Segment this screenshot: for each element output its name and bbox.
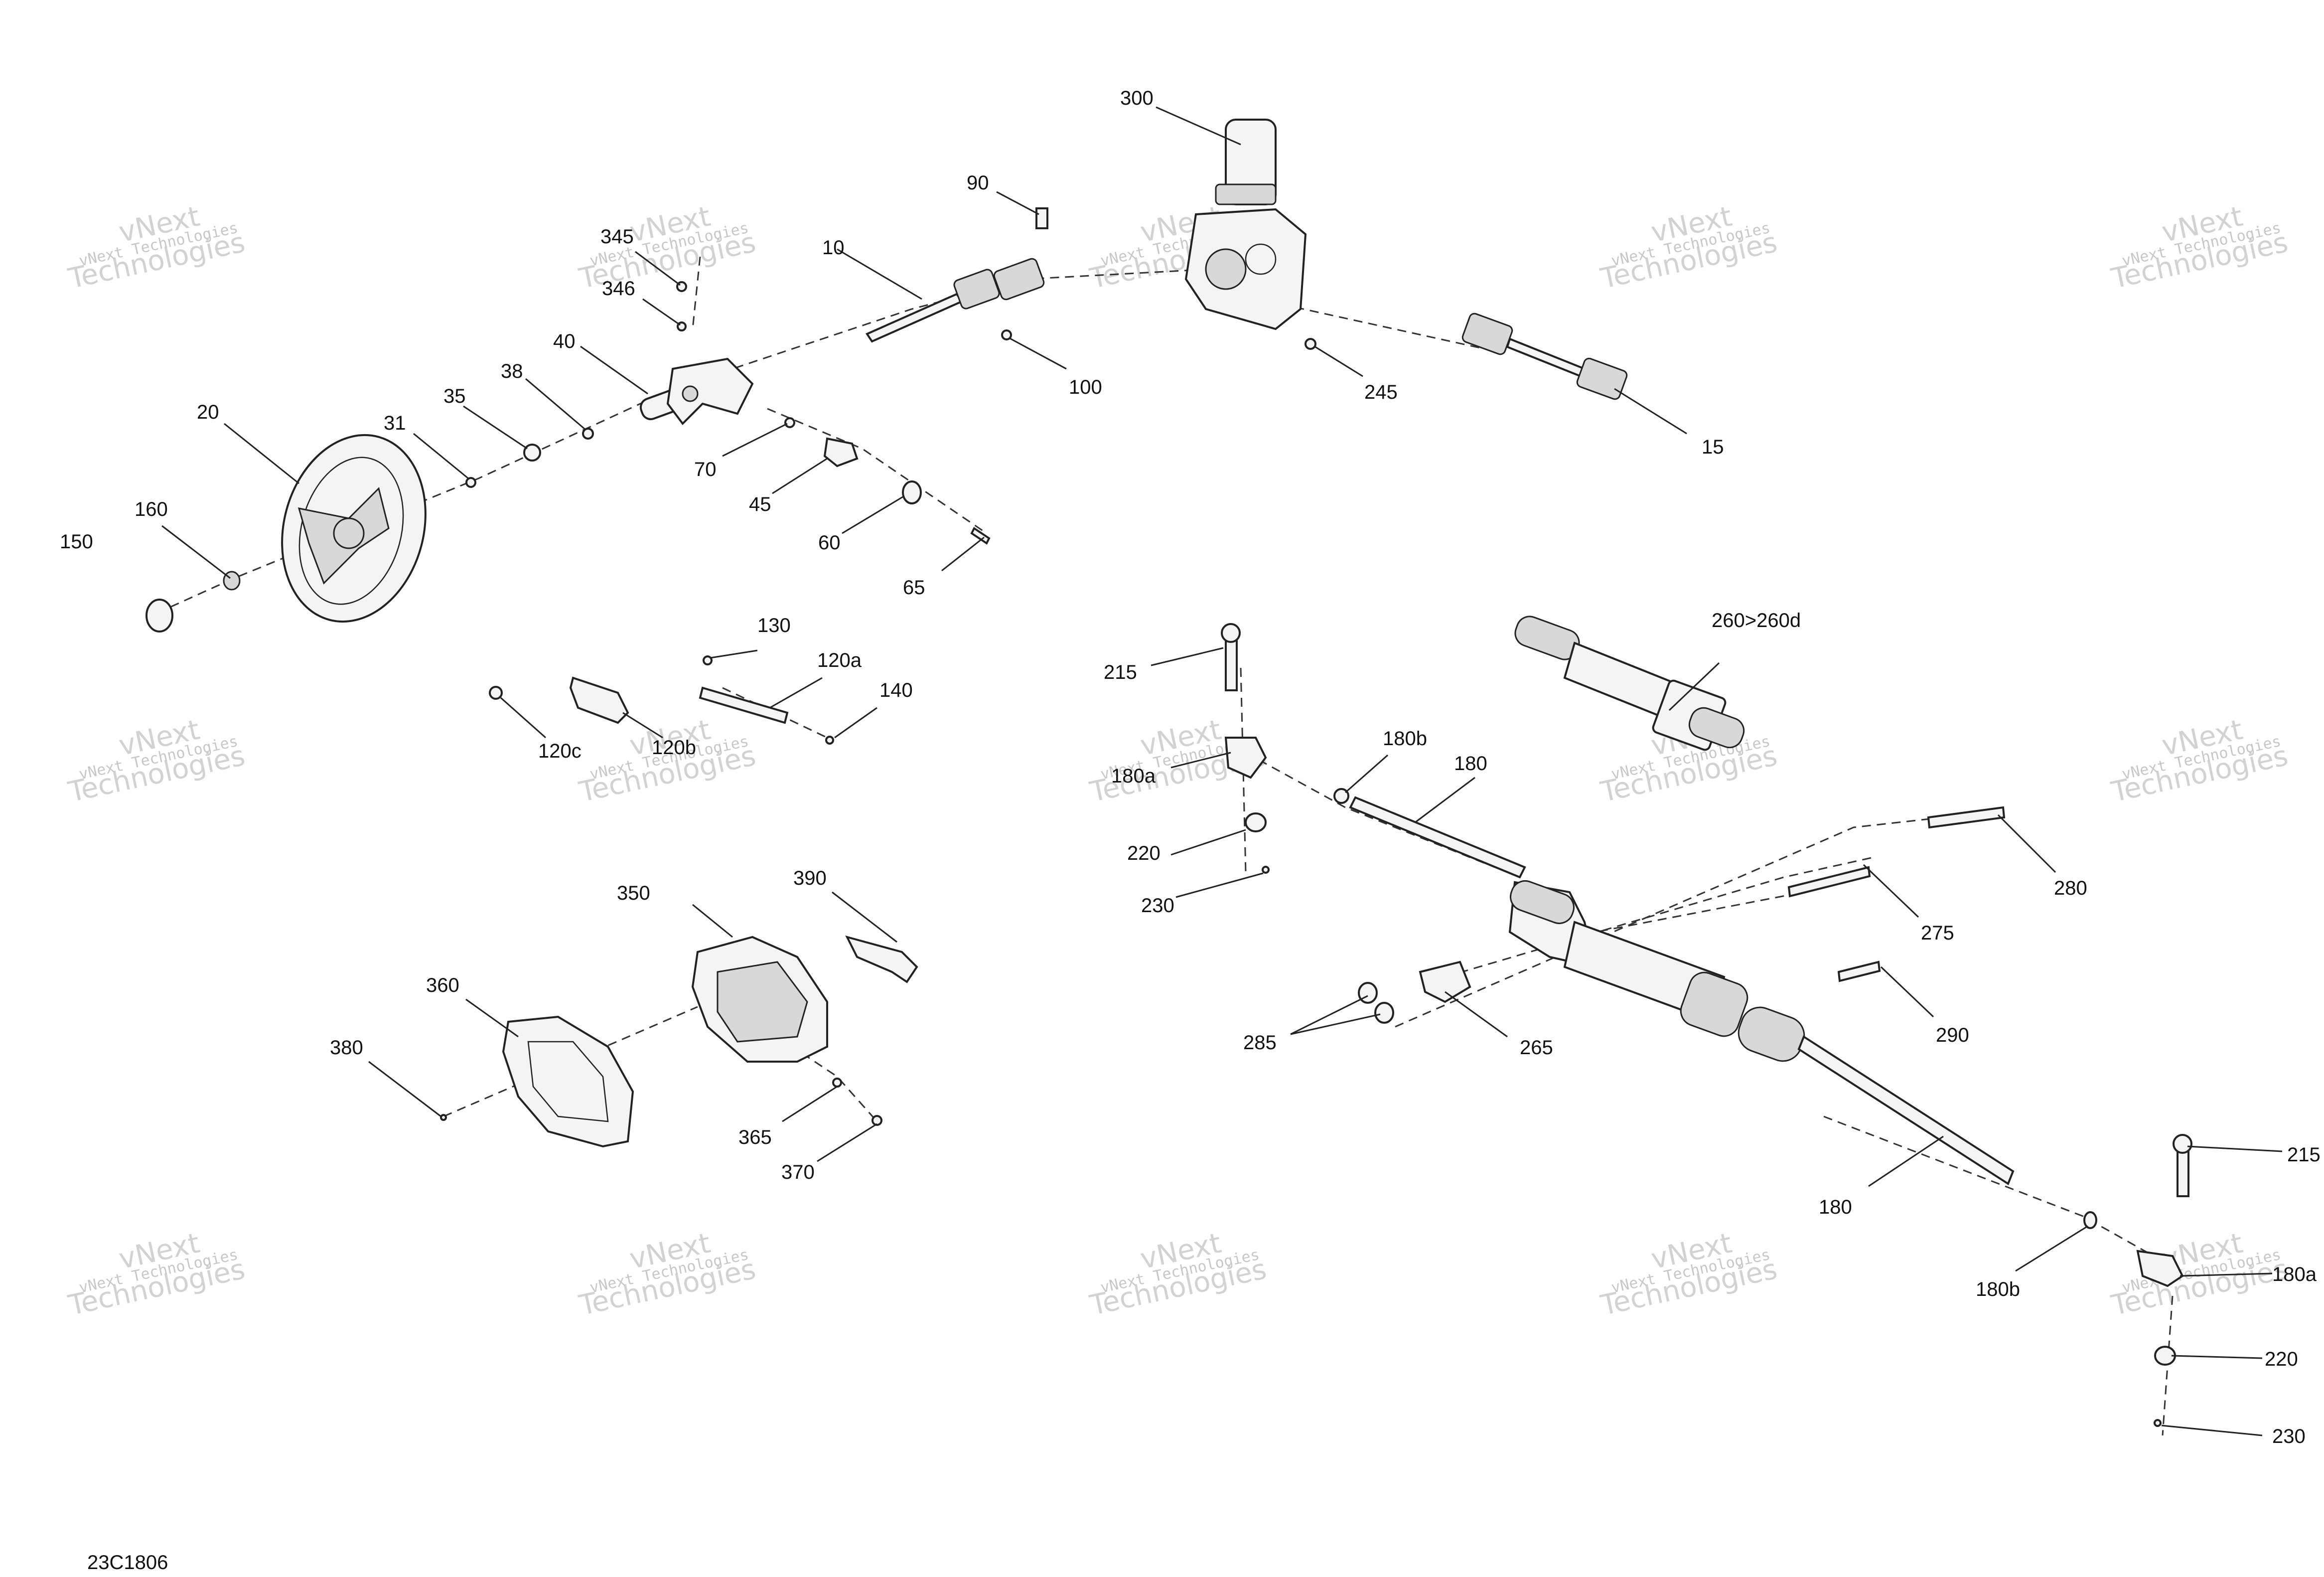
- label-120b: 120b: [652, 737, 696, 759]
- wheel-nut-cap: [145, 428, 594, 632]
- steering-rack-assembly: [1349, 796, 2015, 1185]
- leader-lines: [161, 106, 2283, 1436]
- callout-labels: 300 90 10 345 346 40 38 35 31 20 160 150…: [60, 87, 2321, 1447]
- label-20: 20: [197, 401, 219, 423]
- label-140: 140: [879, 679, 913, 701]
- label-130: 130: [757, 615, 791, 636]
- label-345: 345: [600, 226, 634, 248]
- label-180b-right: 180b: [1976, 1278, 2020, 1300]
- label-90: 90: [967, 172, 989, 194]
- tie-rod-end-right: [2083, 1134, 2192, 1427]
- label-350: 350: [617, 882, 650, 904]
- label-10: 10: [822, 237, 845, 259]
- label-180-lower: 180: [1819, 1196, 1852, 1218]
- label-380: 380: [330, 1037, 363, 1059]
- label-180a-right: 180a: [2272, 1263, 2317, 1285]
- label-60: 60: [818, 532, 841, 554]
- lower-steering-shaft: [1461, 313, 1628, 400]
- upper-steering-shaft: [866, 207, 1048, 343]
- steering-wheel: [281, 434, 427, 623]
- label-180a-left: 180a: [1111, 765, 1156, 787]
- label-215-left: 215: [1104, 661, 1137, 683]
- column-bracket: [639, 281, 754, 426]
- label-40: 40: [553, 330, 576, 352]
- tie-rod-parts-left: [489, 655, 834, 745]
- label-70: 70: [694, 459, 717, 480]
- label-180b-left: 180b: [1383, 728, 1427, 750]
- label-285: 285: [1243, 1032, 1277, 1054]
- label-230-left: 230: [1141, 895, 1174, 917]
- label-265: 265: [1520, 1037, 1553, 1059]
- label-365: 365: [738, 1126, 772, 1148]
- label-346: 346: [602, 278, 635, 300]
- label-390: 390: [793, 867, 827, 889]
- label-230-right: 230: [2272, 1425, 2306, 1447]
- diagram-code: 23C1806: [87, 1552, 168, 1574]
- label-100: 100: [1069, 376, 1102, 398]
- label-300: 300: [1120, 87, 1154, 109]
- label-120c: 120c: [538, 740, 581, 762]
- label-220-left: 220: [1127, 842, 1161, 864]
- label-360: 360: [426, 974, 459, 996]
- label-275: 275: [1921, 922, 1954, 944]
- label-180-upper: 180: [1454, 753, 1487, 775]
- label-65: 65: [903, 577, 925, 599]
- label-38: 38: [501, 360, 523, 382]
- label-45: 45: [749, 493, 771, 515]
- label-215-right: 215: [2287, 1144, 2321, 1166]
- label-15: 15: [1702, 436, 1724, 458]
- small-fasteners: [784, 417, 991, 545]
- cover-and-bezel: [440, 935, 918, 1148]
- label-31: 31: [384, 412, 406, 434]
- rack-bolts: [1358, 806, 2006, 1024]
- label-150: 150: [60, 531, 93, 553]
- rack-assembly-complete: [1514, 616, 1745, 751]
- power-steering-unit: [1184, 119, 1316, 350]
- label-160: 160: [135, 498, 168, 520]
- assembly-lines: [156, 256, 2174, 1436]
- label-370: 370: [781, 1161, 815, 1183]
- label-120a: 120a: [817, 649, 862, 671]
- label-280: 280: [2054, 877, 2087, 899]
- label-245: 245: [1364, 381, 1398, 403]
- label-220-right: 220: [2265, 1348, 2298, 1370]
- tie-rod-end-left: [1221, 623, 1349, 874]
- label-260-260d: 260>260d: [1712, 610, 1801, 631]
- label-35: 35: [443, 385, 466, 407]
- label-290: 290: [1936, 1024, 1969, 1046]
